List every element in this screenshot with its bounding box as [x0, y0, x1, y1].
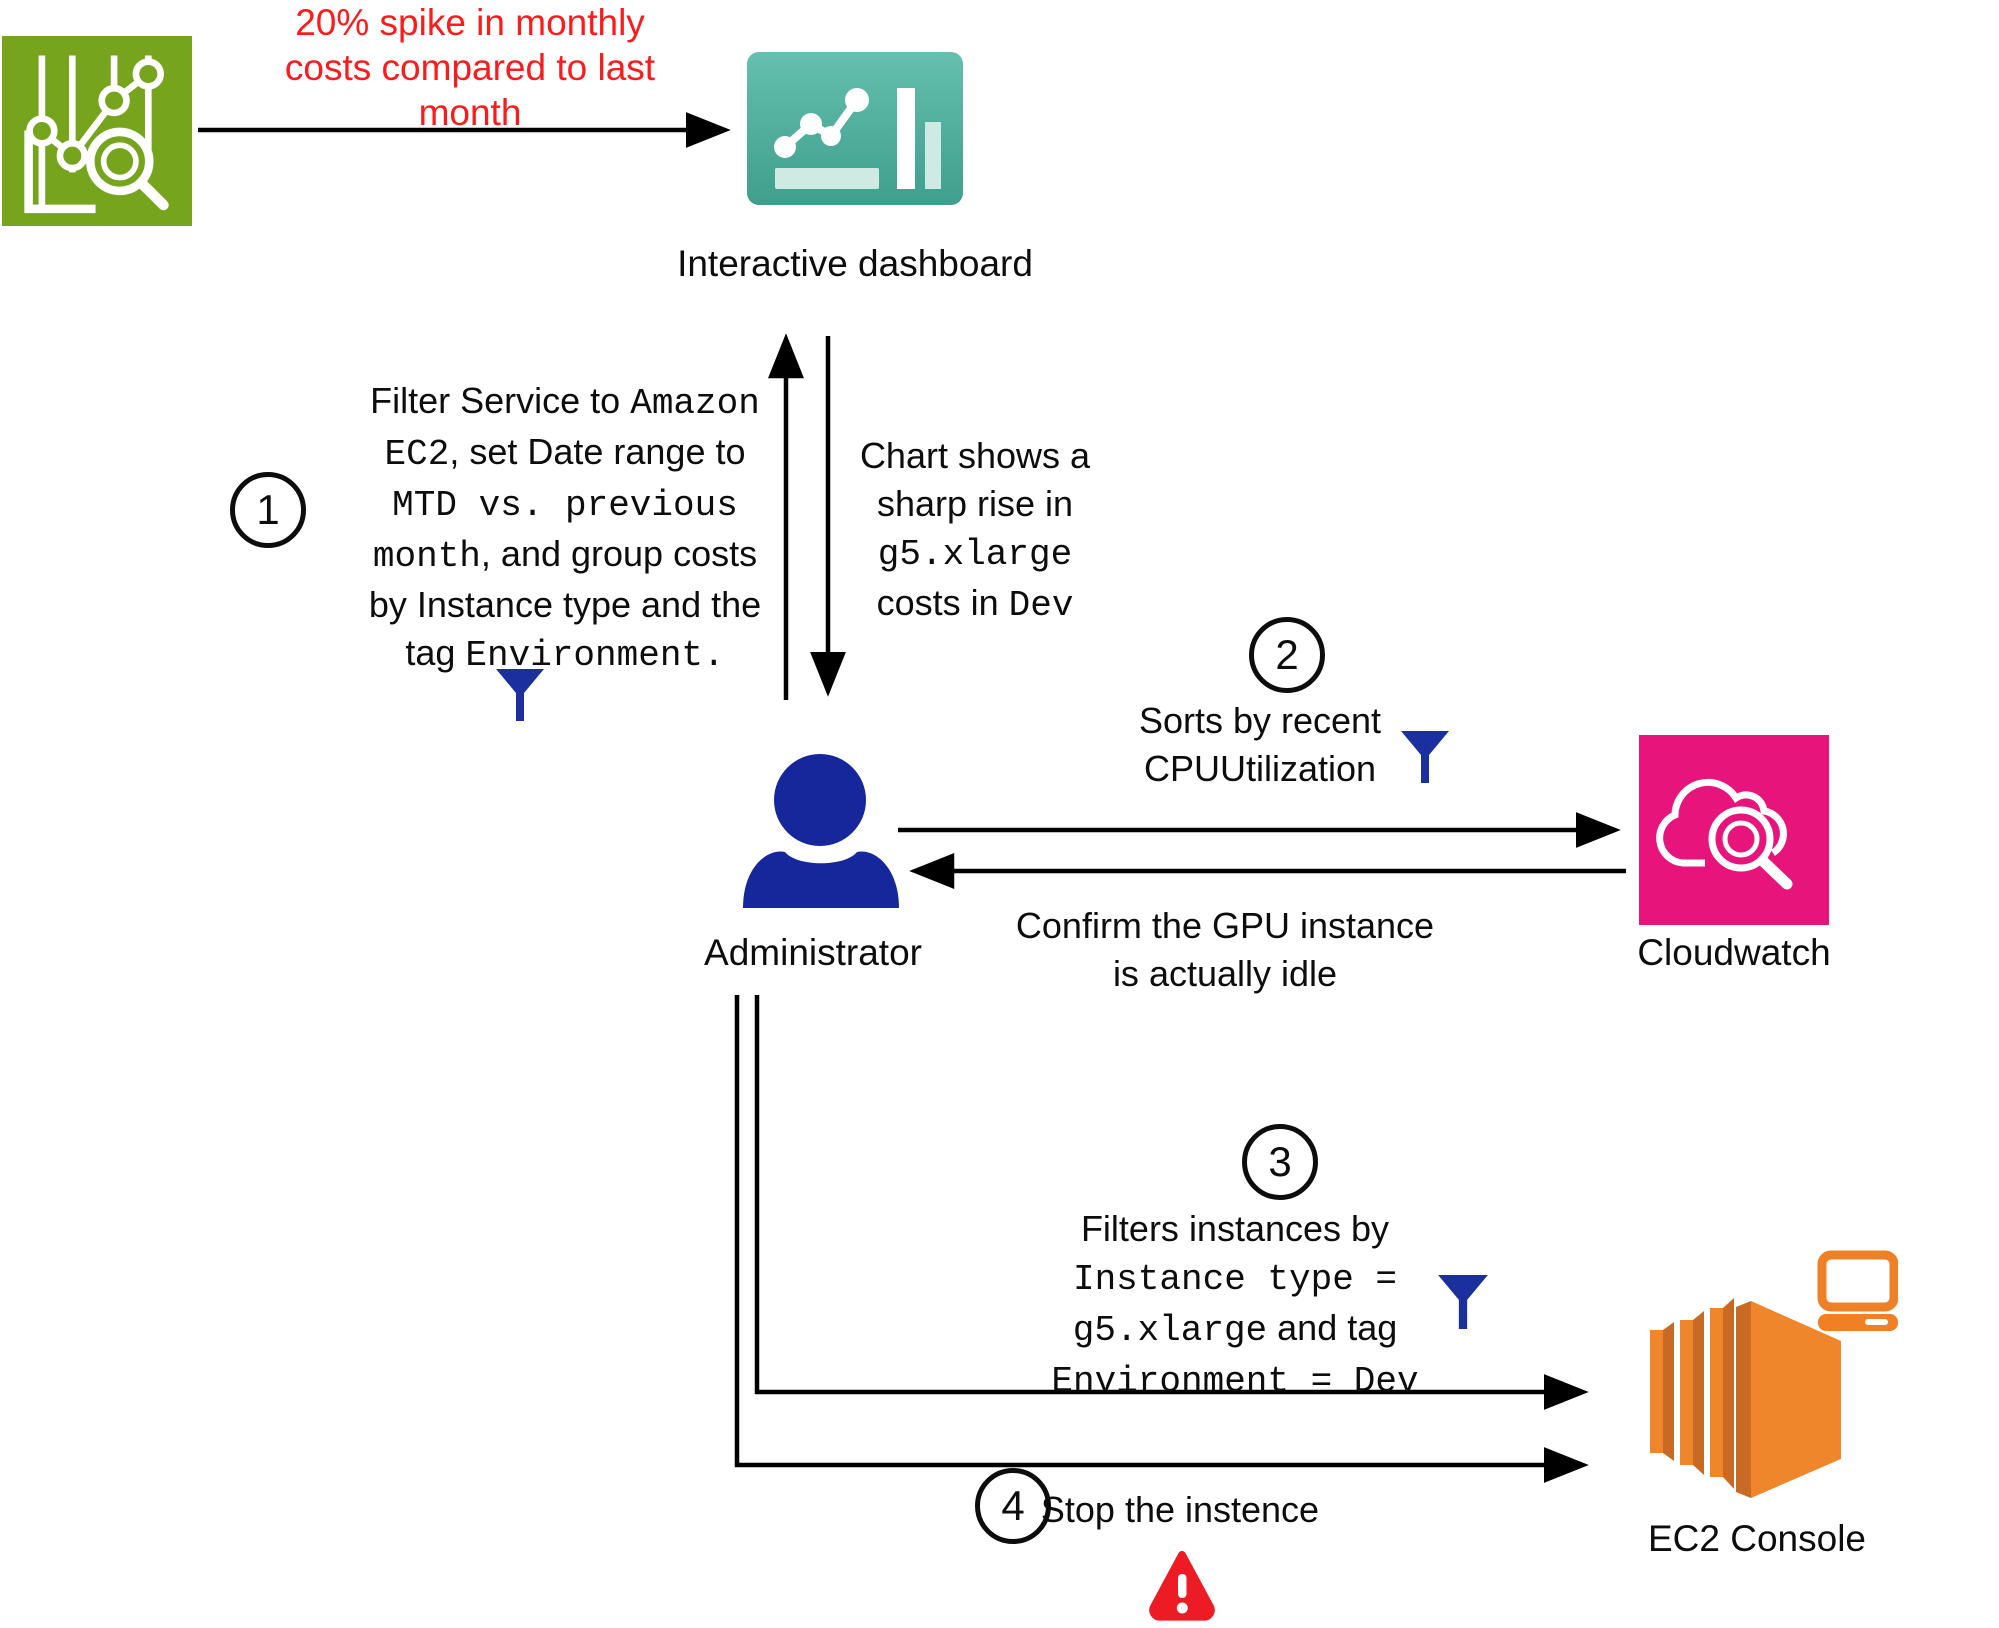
chart-note: Chart shows a sharp rise in g5.xlarge co…	[775, 432, 1175, 630]
step-3-line: Filters instances by	[1010, 1205, 1460, 1253]
step-2-line: Sorts by recent	[1060, 697, 1460, 745]
dashboard-node-label: Interactive dashboard	[605, 243, 1105, 285]
step-2-instructions: Sorts by recent CPUUtilization	[1060, 697, 1460, 793]
step-3-line: g5.xlarge and tag	[1010, 1304, 1460, 1355]
spike-annotation-line: 20% spike in monthly	[295, 2, 645, 43]
step-2-line: CPUUtilization	[1060, 745, 1460, 793]
step-1-line: by Instance type and the	[320, 581, 810, 629]
step-4-instruction: Stop the instence	[1030, 1486, 1330, 1534]
filter-funnel-icon	[1437, 1274, 1489, 1330]
text-segment: Sorts by recent	[1138, 700, 1382, 741]
text-segment: Filter Service to	[370, 380, 631, 421]
text-segment: MTD vs. previous	[392, 485, 738, 526]
cloudwatch-node-label: Cloudwatch	[1584, 932, 1884, 974]
chart-note-line: Chart shows a	[775, 432, 1175, 480]
step-1-number: 1	[256, 486, 280, 533]
chart-note-line: sharp rise in	[775, 480, 1175, 528]
ec2-slabs-icon	[1648, 1243, 1898, 1515]
step-1-line: Filter Service to Amazon	[320, 377, 810, 428]
step-1-line: month, and group costs	[320, 530, 810, 581]
text-segment: costs in	[876, 582, 1009, 623]
text-segment: Amazon	[630, 383, 760, 424]
text-segment: sharp rise in	[876, 483, 1074, 524]
step-3-instructions: Filters instances by Instance type = g5.…	[1010, 1205, 1460, 1406]
filter-funnel-icon	[1400, 730, 1450, 784]
step-1-badge: 1	[230, 472, 306, 548]
spike-annotation-line: costs compared to last	[284, 47, 656, 88]
step-4-badge: 4	[975, 1468, 1051, 1544]
text-segment: Filters instances by	[1080, 1208, 1390, 1249]
laptop-icon	[1817, 1250, 1898, 1331]
cloud-magnifier-icon	[1639, 735, 1829, 925]
ec2-node-label: EC2 Console	[1607, 1518, 1907, 1560]
text-segment: CPUUtilization	[1143, 748, 1377, 789]
chart-note-line: costs in Dev	[775, 579, 1175, 630]
step-3-line: Instance type =	[1010, 1253, 1460, 1304]
text-segment: Dev	[1008, 585, 1074, 626]
spike-annotation: 20% spike in monthly costs compared to l…	[225, 0, 715, 135]
warning-triangle-icon	[1148, 1550, 1216, 1628]
spike-annotation-line: month	[418, 92, 522, 133]
text-segment: Chart shows a	[859, 435, 1091, 476]
dashboard-chart-icon	[747, 52, 963, 205]
chart-note-line: g5.xlarge	[775, 528, 1175, 579]
text-segment: by Instance type and the	[368, 584, 762, 625]
text-segment: month	[372, 536, 481, 577]
step-1-line: EC2, set Date range to	[320, 428, 810, 479]
step-4-number: 4	[1001, 1482, 1025, 1529]
text-segment: , and group costs	[480, 533, 758, 574]
dashboard-label-text: Interactive dashboard	[677, 243, 1033, 284]
cost-analysis-chart-magnifier-icon	[2, 36, 192, 226]
step-1-line: MTD vs. previous	[320, 479, 810, 530]
confirm-note-line: is actually idle	[975, 950, 1475, 998]
step-3-line: Environment = Dev	[1010, 1355, 1460, 1406]
step-1-instructions: Filter Service to Amazon EC2, set Date r…	[320, 377, 810, 680]
step-4-label-text: Stop the instence	[1040, 1489, 1320, 1530]
administrator-node-label: Administrator	[663, 932, 963, 974]
text-segment: and tag	[1267, 1307, 1398, 1348]
confirm-note: Confirm the GPU instance is actually idl…	[975, 902, 1475, 998]
text-segment: EC2	[384, 434, 450, 475]
cloudwatch-label-text: Cloudwatch	[1637, 932, 1831, 973]
text-segment: , set Date range to	[449, 431, 746, 472]
person-icon	[735, 748, 901, 910]
text-segment: tag	[405, 632, 466, 673]
text-segment: Environment = Dev	[1051, 1361, 1419, 1402]
step-3-badge: 3	[1242, 1124, 1318, 1200]
step-2-number: 2	[1275, 631, 1299, 678]
ec2-label-text: EC2 Console	[1647, 1518, 1866, 1559]
text-segment: Confirm the GPU instance	[1015, 905, 1435, 946]
filter-funnel-icon	[495, 668, 545, 722]
text-segment: g5.xlarge	[877, 534, 1073, 575]
text-segment: is actually idle	[1112, 953, 1338, 994]
step-3-number: 3	[1268, 1138, 1292, 1185]
administrator-label-text: Administrator	[704, 932, 922, 973]
step-2-badge: 2	[1249, 617, 1325, 693]
text-segment: Instance type =	[1072, 1259, 1398, 1300]
confirm-note-line: Confirm the GPU instance	[975, 902, 1475, 950]
text-segment: g5.xlarge	[1072, 1310, 1268, 1351]
step-1-line: tag Environment.	[320, 629, 810, 680]
